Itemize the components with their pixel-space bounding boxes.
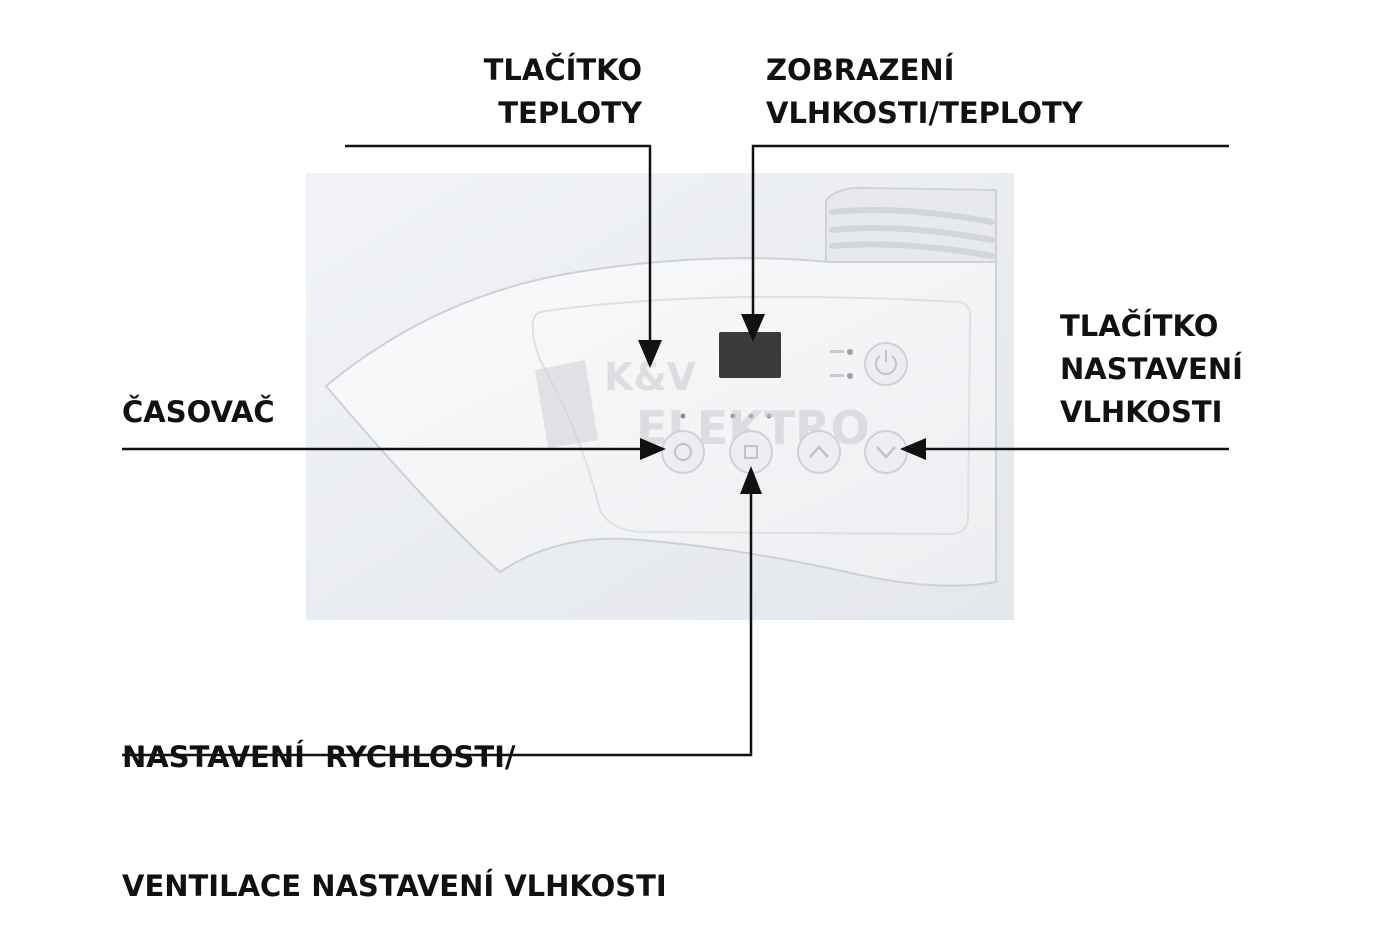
status-leds: [830, 349, 853, 379]
down-arrow-icon: [876, 446, 896, 459]
power-icon: [875, 350, 897, 375]
label-humidity-button: TLAČÍTKO NASTAVENÍ VLHKOSTI: [1060, 305, 1243, 434]
label-speed-setting: NASTAVENÍ RYCHLOSTI/ VENTILACE NASTAVENÍ…: [122, 650, 667, 951]
label-line: ZOBRAZENÍ: [766, 53, 955, 87]
label-line: ČASOVAČ: [122, 395, 275, 429]
callout-display: [751, 144, 1229, 322]
indicator-dots: [680, 413, 772, 419]
humidity-temperature-display: [719, 332, 781, 378]
timer-button[interactable]: [661, 430, 705, 474]
label-line: VENTILACE NASTAVENÍ VLHKOSTI: [122, 869, 667, 903]
panel-shape: [324, 257, 997, 587]
label-line: NASTAVENÍ: [1060, 352, 1243, 386]
label-line: TLAČÍTKO: [1060, 309, 1219, 343]
label-line: TLAČÍTKO: [483, 53, 642, 87]
vent-grille: [825, 186, 997, 263]
fan-icon: [744, 445, 758, 459]
callout-temperature-button: [345, 144, 652, 350]
control-panel-diagram: K&V ELEKTRO: [122, 144, 1229, 757]
label-line: VLHKOSTI: [1060, 395, 1223, 429]
label-temperature-button: TLAČÍTKO TEPLOTY: [484, 49, 642, 135]
timer-icon: [674, 443, 692, 461]
label-line: NASTAVENÍ RYCHLOSTI/: [122, 740, 516, 774]
label-line: VLHKOSTI/TEPLOTY: [766, 96, 1083, 130]
label-timer: ČASOVAČ: [122, 391, 275, 434]
label-display: ZOBRAZENÍ VLHKOSTI/TEPLOTY: [766, 49, 1083, 135]
power-button[interactable]: [864, 342, 908, 386]
label-line: TEPLOTY: [498, 96, 642, 130]
callout-speed-setting: [122, 486, 753, 757]
up-arrow-icon: [809, 445, 829, 458]
callout-lines: [122, 144, 1229, 757]
up-button[interactable]: [797, 430, 841, 474]
humidity-setting-button[interactable]: [864, 430, 908, 474]
